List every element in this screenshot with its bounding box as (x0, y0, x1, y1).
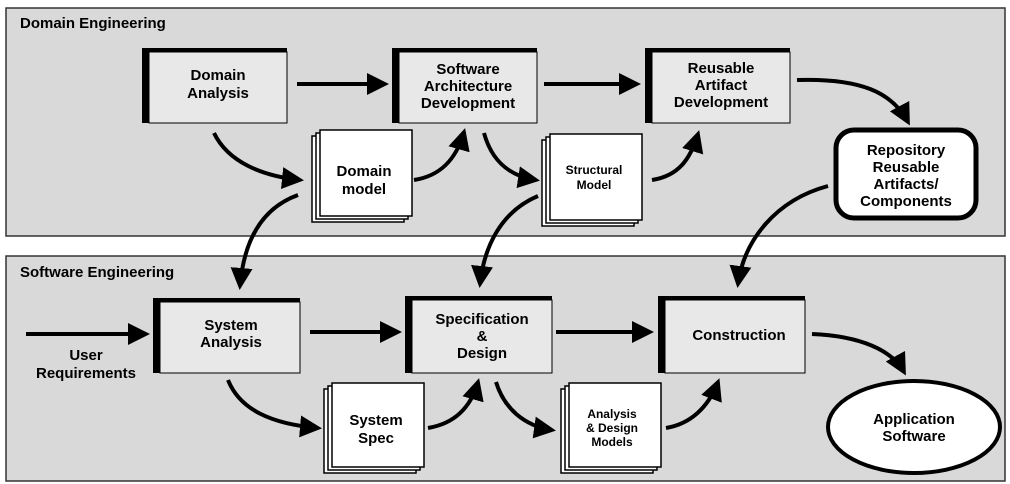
application-software-line-2: Software (882, 428, 945, 445)
application-software-line-1: Application (873, 411, 955, 428)
domain-engineering-title: Domain Engineering (20, 15, 166, 32)
analysis-design-models-document: Analysis & Design Models (560, 382, 662, 474)
arrows (26, 73, 910, 439)
user-requirements-label: User Requirements (36, 347, 136, 382)
system-analysis-line-2: Analysis (200, 334, 262, 351)
arrow-domain-analysis-to-model (212, 132, 304, 190)
arrow-models-to-construction (665, 378, 722, 430)
structural-model-line-2: Model (577, 178, 612, 192)
domain-analysis-box: Domain Analysis (142, 48, 288, 124)
arrow-architecture-to-structural (482, 132, 540, 189)
application-software-ellipse: Application Software (826, 379, 1002, 475)
system-spec-line-2: Spec (358, 430, 394, 447)
reusable-artifact-line-3: Development (674, 94, 768, 111)
analysis-design-models-line-3: Models (591, 435, 633, 449)
software-architecture-line-3: Development (421, 95, 515, 112)
construction-box: Construction (658, 296, 806, 374)
system-analysis-line-1: System (204, 317, 257, 334)
reusable-artifact-line-2: Artifact (695, 77, 748, 94)
specification-design-line-3: Design (457, 345, 507, 362)
arrow-domain-model-to-system-analysis (230, 193, 299, 290)
structural-model-document: Structural Model (541, 133, 643, 227)
arrow-specification-to-models (494, 381, 556, 439)
reusable-artifact-line-1: Reusable (688, 60, 755, 77)
repository-line-2: Reusable (873, 159, 940, 176)
specification-design-line-2: & (477, 328, 488, 345)
software-architecture-line-2: Architecture (424, 78, 512, 95)
user-requirements-line-1: User (69, 347, 103, 364)
structural-model-line-1: Structural (566, 163, 623, 177)
specification-design-line-1: Specification (435, 311, 528, 328)
system-spec-line-1: System (349, 412, 402, 429)
analysis-design-models-line-2: & Design (586, 421, 638, 435)
arrow-domain-model-to-architecture (413, 128, 470, 182)
software-architecture-line-1: Software (436, 61, 499, 78)
arrow-system-analysis-to-spec (226, 379, 322, 438)
analysis-design-models-line-1: Analysis (587, 407, 637, 421)
arrow-construction-to-application (811, 332, 906, 376)
repository-line-4: Components (860, 193, 952, 210)
software-engineering-title: Software Engineering (20, 264, 174, 281)
system-analysis-box: System Analysis (153, 298, 301, 374)
repository-box: Repository Reusable Artifacts/ Component… (833, 127, 979, 221)
user-requirements-line-2: Requirements (36, 365, 136, 382)
arrow-reusable-to-repository (796, 77, 910, 126)
domain-analysis-line-1: Domain (190, 67, 245, 84)
repository-line-3: Artifacts/ (873, 176, 939, 193)
arrow-repository-to-construction (729, 184, 829, 288)
domain-model-line-2: model (342, 181, 386, 198)
domain-analysis-line-2: Analysis (187, 85, 249, 102)
reusable-artifact-box: Reusable Artifact Development (645, 48, 791, 124)
software-architecture-box: Software Architecture Development (392, 48, 538, 124)
arrow-system-spec-to-specification (427, 378, 484, 430)
construction-line-1: Construction (692, 327, 785, 344)
specification-design-box: Specification & Design (405, 296, 553, 374)
system-spec-document: System Spec (323, 382, 425, 474)
arrow-structural-to-specification (471, 194, 539, 288)
domain-model-document: Domain model (311, 129, 413, 223)
domain-model-line-1: Domain (336, 163, 391, 180)
arrow-structural-to-reusable (651, 130, 704, 182)
repository-line-1: Repository (867, 142, 946, 159)
